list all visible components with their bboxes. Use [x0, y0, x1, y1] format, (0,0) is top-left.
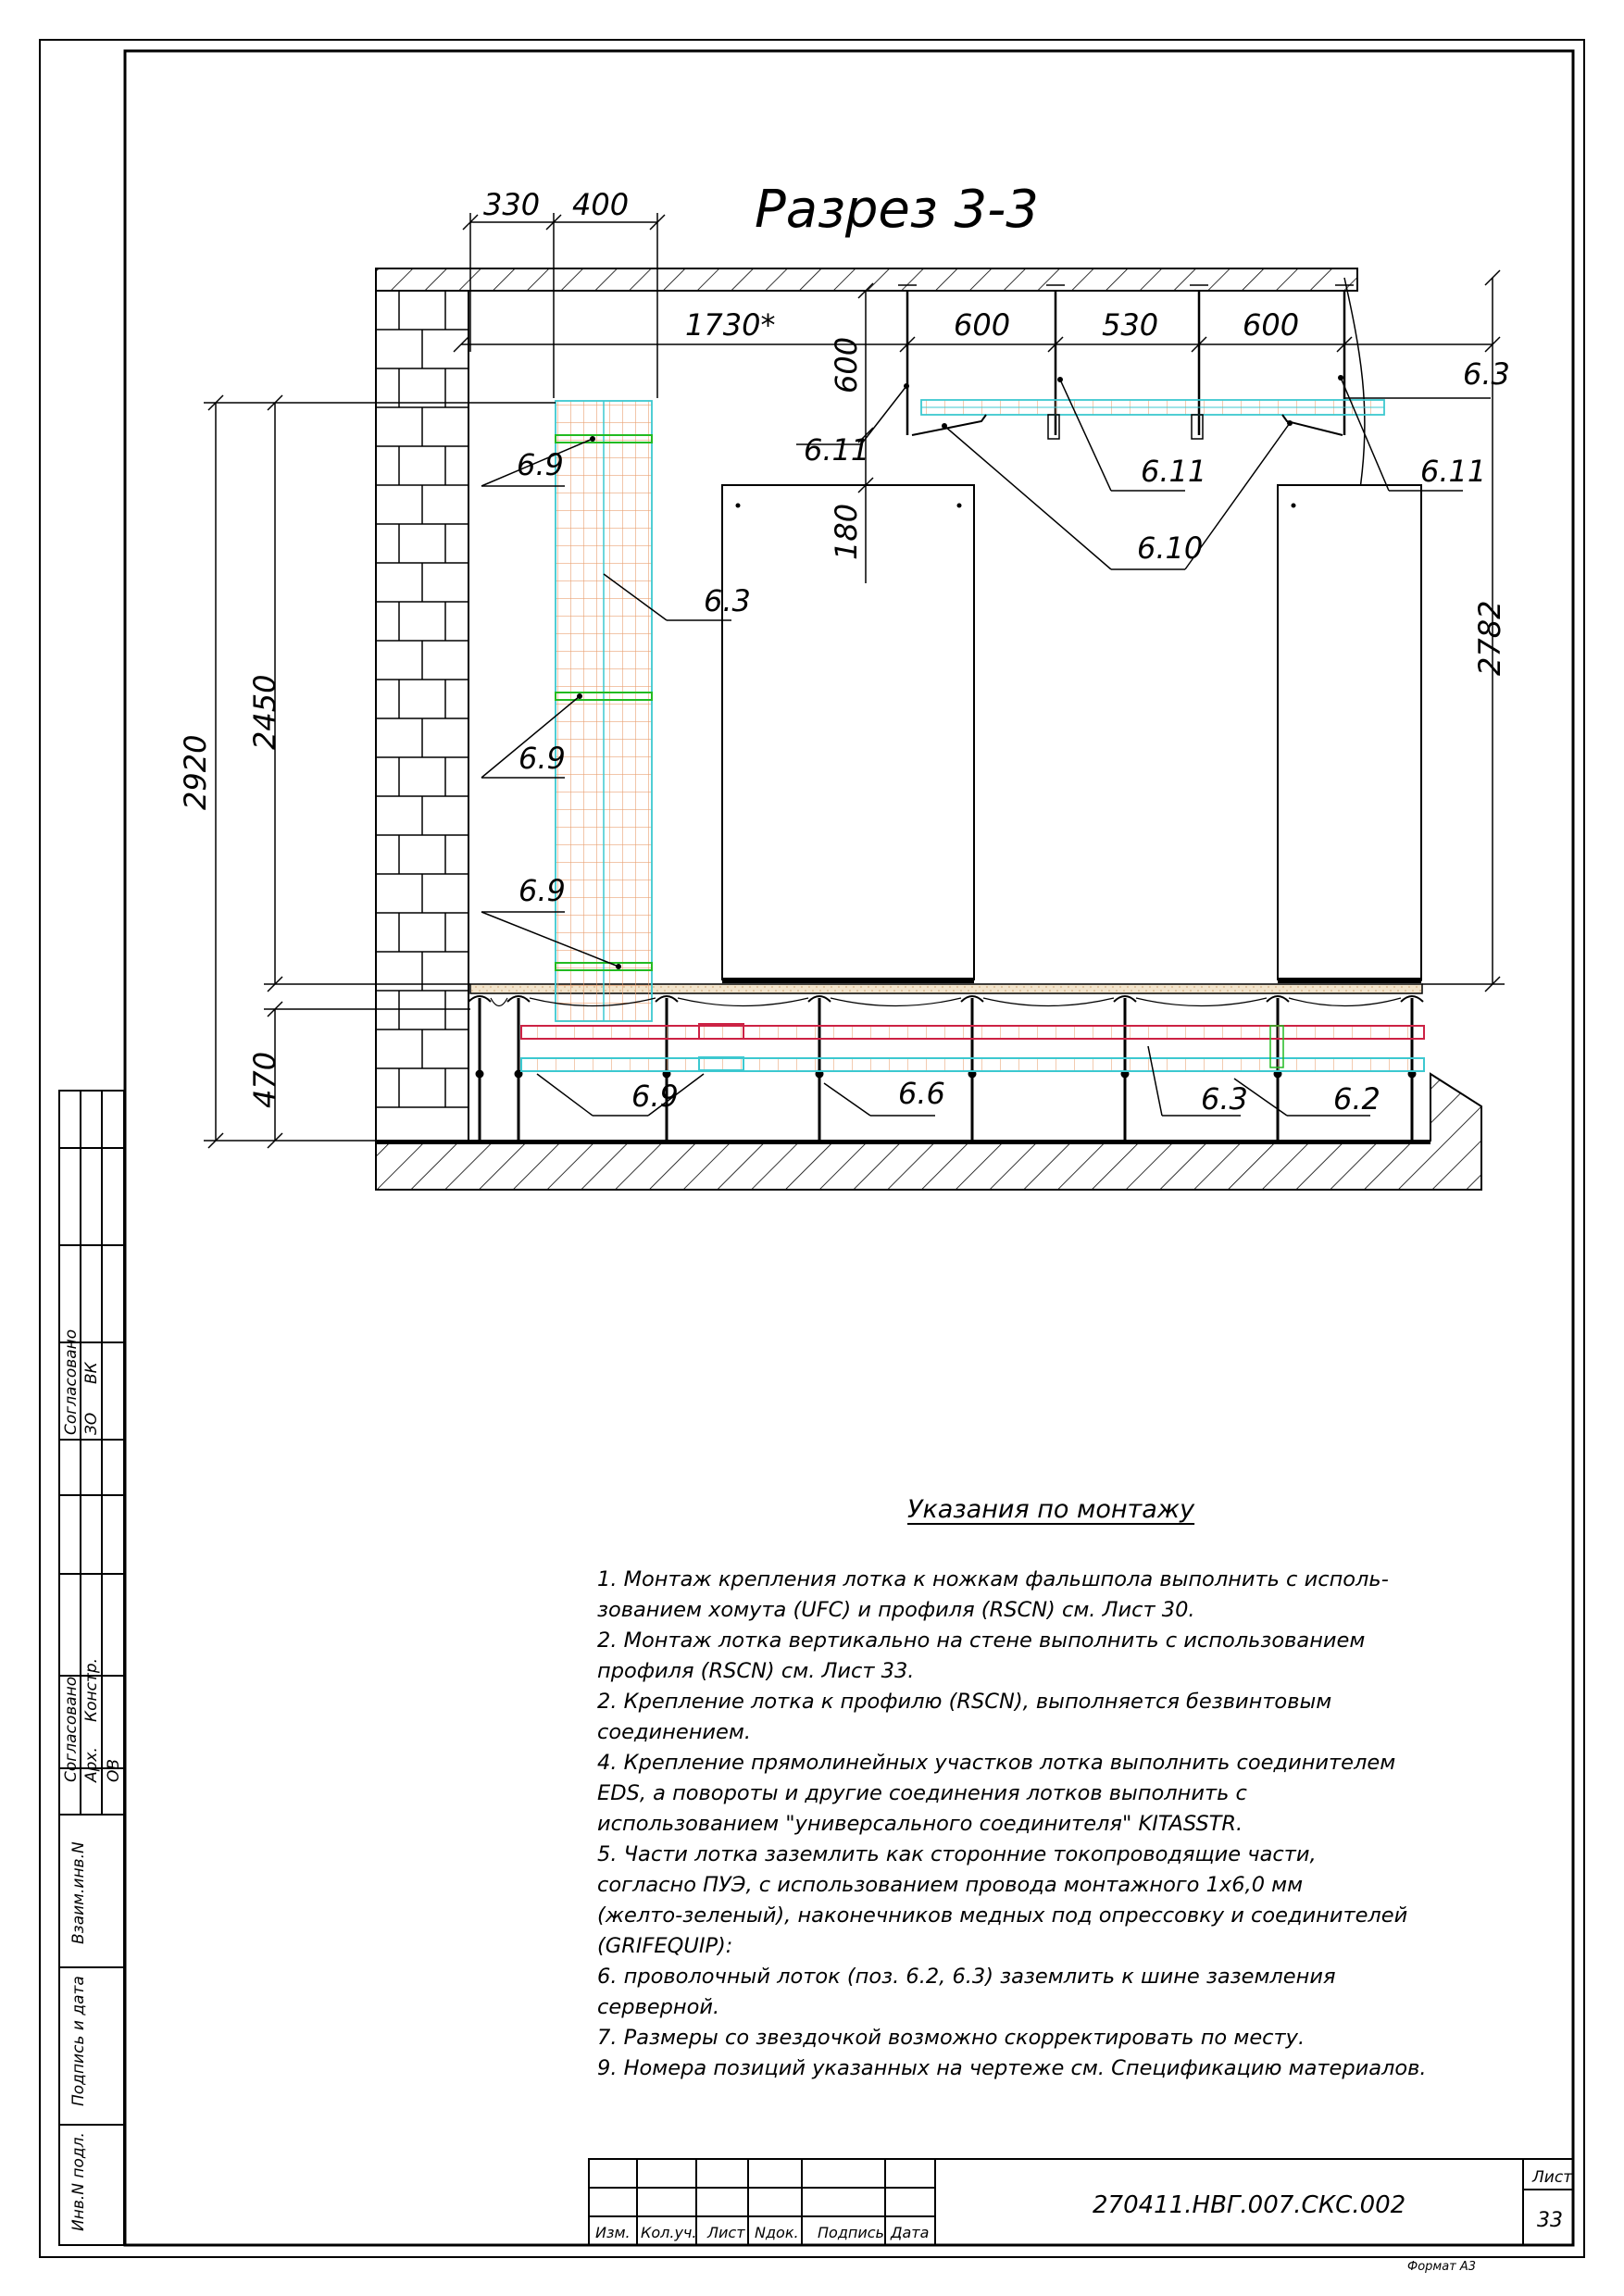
tb-col-list: Лист [706, 2224, 745, 2241]
pedestal-stringer [1135, 997, 1268, 1007]
server-cabinet-right [1277, 484, 1422, 983]
stamp-vk: ВК [82, 1361, 101, 1384]
tb-code: 270411.НВГ.007.СКС.002 [1093, 2191, 1405, 2219]
stamp-inv: Инв.N подл. [69, 2132, 88, 2231]
callout-6-10: 6.10 [1137, 530, 1203, 566]
notes-title: Указания по монтажу [907, 1495, 1195, 1524]
pedestal-head [506, 995, 531, 1003]
dim-600-vertical: 600 [829, 337, 864, 393]
pedestal-stringer [529, 997, 656, 1007]
pedestal-clamp [475, 1069, 484, 1079]
outer-frame [39, 39, 1585, 2258]
callout-6-11-left: 6.11 [804, 432, 869, 468]
dim-530: 530 [1102, 307, 1158, 343]
leader-lines [481, 377, 1491, 1117]
pedestal-head [1266, 995, 1290, 1003]
vertical-wall-tray [555, 400, 653, 1022]
pedestal-stringer [982, 997, 1115, 1007]
tb-list-number: 33 [1537, 2209, 1563, 2232]
callout-6-11-mid: 6.11 [1141, 454, 1206, 489]
masonry-wall [375, 290, 469, 1143]
pedestal-stringer [677, 997, 809, 1007]
stamp-vzam: Взаим.инв.N [69, 1841, 88, 1944]
stamp-konstr: Констр. [82, 1658, 101, 1722]
tb-col-kol: Кол.уч. [641, 2224, 696, 2241]
stamp-ov: ОВ [105, 1759, 123, 1782]
pedestal-head [960, 995, 984, 1003]
stamp-zo: ЗО [82, 1413, 101, 1435]
callout-6-11-right: 6.11 [1420, 454, 1486, 489]
stamp-arch: Арх. [82, 1747, 101, 1783]
pedestal-head [1400, 995, 1424, 1003]
under-floor-structure [468, 995, 1425, 1141]
dim-2920: 2920 [178, 735, 213, 810]
pedestal-stringer [830, 997, 962, 1007]
floor-slab [375, 1072, 1482, 1191]
side-stamp [58, 1090, 125, 2246]
callout-6-9-low: 6.9 [518, 873, 566, 908]
tb-list-label: Лист [1531, 2168, 1573, 2187]
tb-col-data: Дата [890, 2224, 929, 2241]
server-cabinet-left [721, 484, 975, 983]
tb-format: Формат А3 [1407, 2260, 1476, 2274]
stamp-agreed-mid: Согласовано [62, 1677, 81, 1782]
callout-6-3-ceiling: 6.3 [1463, 356, 1510, 392]
pedestal-stringer [490, 997, 508, 1007]
tb-col-ndok: Nдок. [755, 2224, 799, 2241]
ceiling-tray [898, 284, 1385, 440]
installation-notes: 1. Монтаж крепления лотка к ножкам фальш… [597, 1567, 1427, 2080]
tb-col-izm: Изм. [595, 2224, 631, 2241]
pedestal-head [807, 995, 831, 1003]
callout-6-9-mid: 6.9 [518, 741, 566, 776]
drawing-title: Разрез 3-3 [755, 180, 1039, 240]
ceiling-slab [375, 268, 1358, 292]
title-block [588, 2158, 1574, 2246]
raised-floor-panel [469, 983, 1423, 994]
pedestal-head [468, 995, 492, 1003]
callout-6-2: 6.2 [1333, 1081, 1380, 1117]
callout-6-3-wall: 6.3 [704, 583, 751, 618]
callout-6-3-floor: 6.3 [1201, 1081, 1248, 1117]
dim-180: 180 [829, 504, 864, 560]
pedestal-stringer [1288, 997, 1402, 1007]
dim-1730: 1730* [685, 307, 775, 343]
callout-6-9-top: 6.9 [517, 447, 564, 482]
pedestal-head [1113, 995, 1137, 1003]
dim-2450: 2450 [247, 675, 282, 750]
dim-400: 400 [572, 187, 629, 222]
callout-6-6: 6.6 [898, 1076, 945, 1111]
dimension-lines [204, 213, 1505, 1149]
dim-600-b: 600 [1243, 307, 1299, 343]
dim-330: 330 [483, 187, 540, 222]
callout-6-9-floor: 6.9 [631, 1079, 679, 1114]
stamp-agreed-top: Согласовано [62, 1329, 81, 1435]
dim-2782: 2782 [1472, 601, 1507, 676]
pedestal-head [655, 995, 679, 1003]
pedestal-clamp [514, 1069, 523, 1079]
tb-col-podpis: Подпись [818, 2224, 884, 2241]
dim-600-a: 600 [954, 307, 1010, 343]
stamp-podpis: Подпись и дата [69, 1976, 88, 2106]
dim-470: 470 [247, 1052, 282, 1108]
